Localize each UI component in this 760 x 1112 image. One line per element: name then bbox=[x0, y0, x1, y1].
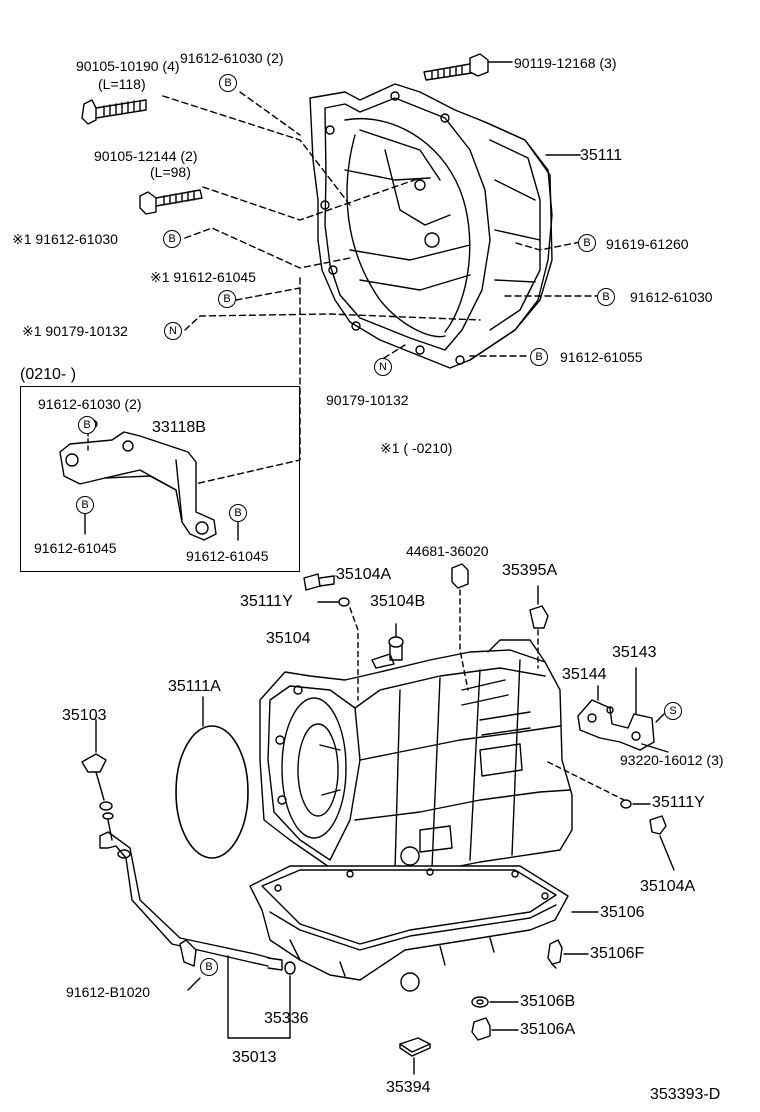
leader-lines-upper bbox=[162, 91, 601, 485]
label-91612-61030-star: ※1 91612-61030 bbox=[12, 231, 118, 247]
label-90105-10190: 90105-10190 (4) bbox=[76, 58, 180, 74]
leader-s bbox=[655, 713, 665, 723]
leader-35111Y-down bbox=[349, 607, 359, 701]
label-91619-61260: 91619-61260 bbox=[606, 236, 689, 252]
symbol-b: B bbox=[597, 288, 615, 306]
symbol-b: B bbox=[76, 496, 94, 514]
symbol-b: B bbox=[530, 348, 548, 366]
label-35106A: 35106A bbox=[520, 1021, 576, 1038]
leader-91612-B1020 bbox=[187, 977, 201, 991]
label-91612-61045-star: ※1 91612-61045 bbox=[150, 269, 256, 285]
bracket-33118B bbox=[59, 431, 217, 541]
note-0210-to: ※1 ( -0210) bbox=[380, 440, 453, 456]
label-35106B: 35106B bbox=[520, 993, 576, 1010]
leader-93220 bbox=[641, 743, 669, 753]
o-ring-35111Y-right bbox=[620, 799, 632, 809]
o-ring-35336 bbox=[284, 961, 296, 975]
inset-frame bbox=[20, 386, 300, 572]
label-90179-10132-star: ※1 90179-10132 bbox=[22, 323, 128, 339]
washer-35106B bbox=[471, 996, 489, 1008]
bell-housing-35111 bbox=[309, 83, 553, 369]
gasket-35111A bbox=[175, 725, 249, 859]
leader-35104A-right bbox=[659, 835, 675, 871]
symbol-b: B bbox=[78, 416, 96, 434]
plug-35104B bbox=[371, 636, 404, 669]
label-90119-12168: 90119-12168 (3) bbox=[514, 55, 617, 71]
label-35394: 35394 bbox=[386, 1079, 431, 1096]
label-35104B: 35104B bbox=[370, 593, 426, 610]
label-91612-B1020: 91612-B1020 bbox=[66, 984, 151, 1000]
label-35111: 35111 bbox=[580, 147, 623, 164]
symbol-b: B bbox=[578, 234, 596, 252]
label-35013: 35013 bbox=[232, 1049, 277, 1066]
bolt-90105-10190 bbox=[81, 99, 147, 125]
label-90105-12144: 90105-12144 (2) bbox=[94, 148, 198, 164]
brackets-35143-35144 bbox=[577, 699, 655, 751]
label-l118: (L=118) bbox=[98, 76, 146, 92]
label-35111Y-right: 35111Y bbox=[652, 794, 705, 811]
label-35144: 35144 bbox=[562, 666, 607, 683]
label-35395A: 35395A bbox=[502, 562, 558, 579]
label-91612-61055: 91612-61055 bbox=[560, 349, 643, 365]
oil-pan-35106 bbox=[249, 865, 569, 992]
label-35103: 35103 bbox=[62, 707, 107, 724]
label-93220-16012: 93220-16012 (3) bbox=[620, 752, 724, 768]
note-0210-from: (0210- ) bbox=[20, 366, 77, 383]
label-33118B: 33118B bbox=[152, 419, 206, 436]
symbol-b: B bbox=[218, 290, 236, 308]
symbol-b: B bbox=[229, 504, 247, 522]
sensor-35395A bbox=[529, 605, 549, 629]
plug-35106A bbox=[471, 1017, 491, 1041]
label-l98: (L=98) bbox=[150, 164, 191, 180]
leader-35013 bbox=[227, 955, 291, 1039]
leader-35111Y-right bbox=[547, 761, 625, 801]
label-90179-10132: 90179-10132 bbox=[326, 392, 409, 408]
breather-44681-36020 bbox=[451, 563, 469, 589]
label-91612-61030-right: 91612-61030 bbox=[630, 289, 713, 305]
symbol-b: B bbox=[200, 958, 218, 976]
label-35111A: 35111A bbox=[168, 678, 221, 695]
bolt-90105-12144 bbox=[139, 189, 203, 215]
symbol-n: N bbox=[164, 322, 182, 340]
label-44681-36020: 44681-36020 bbox=[406, 543, 489, 559]
label-35111Y-top: 35111Y bbox=[240, 593, 293, 610]
bolt-90119-12168 bbox=[423, 53, 489, 81]
label-91612-61030-2-top: 91612-61030 (2) bbox=[180, 50, 284, 66]
label-35104A-right: 35104A bbox=[640, 878, 696, 895]
symbol-s: S bbox=[664, 702, 682, 720]
plug-35104A-right bbox=[649, 815, 667, 835]
dipstick-35103 bbox=[81, 753, 114, 841]
leader-44681 bbox=[459, 589, 469, 691]
symbol-b: B bbox=[163, 230, 181, 248]
label-inset-91612-61045-a: 91612-61045 bbox=[34, 540, 117, 556]
label-35106: 35106 bbox=[600, 904, 645, 921]
symbol-n: N bbox=[374, 358, 392, 376]
label-35336: 35336 bbox=[264, 1010, 309, 1027]
label-35104: 35104 bbox=[266, 630, 311, 647]
transmission-case-35104 bbox=[259, 639, 573, 887]
label-inset-91612-61030: 91612-61030 (2) bbox=[38, 396, 142, 412]
symbol-b: B bbox=[219, 74, 237, 92]
label-35104A-top: 35104A bbox=[336, 566, 392, 583]
drawing-number: 353393-D bbox=[650, 1086, 721, 1103]
plug-35104A-top bbox=[303, 573, 335, 591]
magnet-35394 bbox=[399, 1037, 431, 1057]
bolt-35106F bbox=[547, 939, 563, 969]
filler-tube-35013 bbox=[99, 831, 283, 971]
o-ring-35111Y-top bbox=[338, 597, 350, 607]
label-35106F: 35106F bbox=[590, 945, 645, 962]
label-inset-91612-61045-b: 91612-61045 bbox=[186, 548, 269, 564]
label-35143: 35143 bbox=[612, 644, 657, 661]
